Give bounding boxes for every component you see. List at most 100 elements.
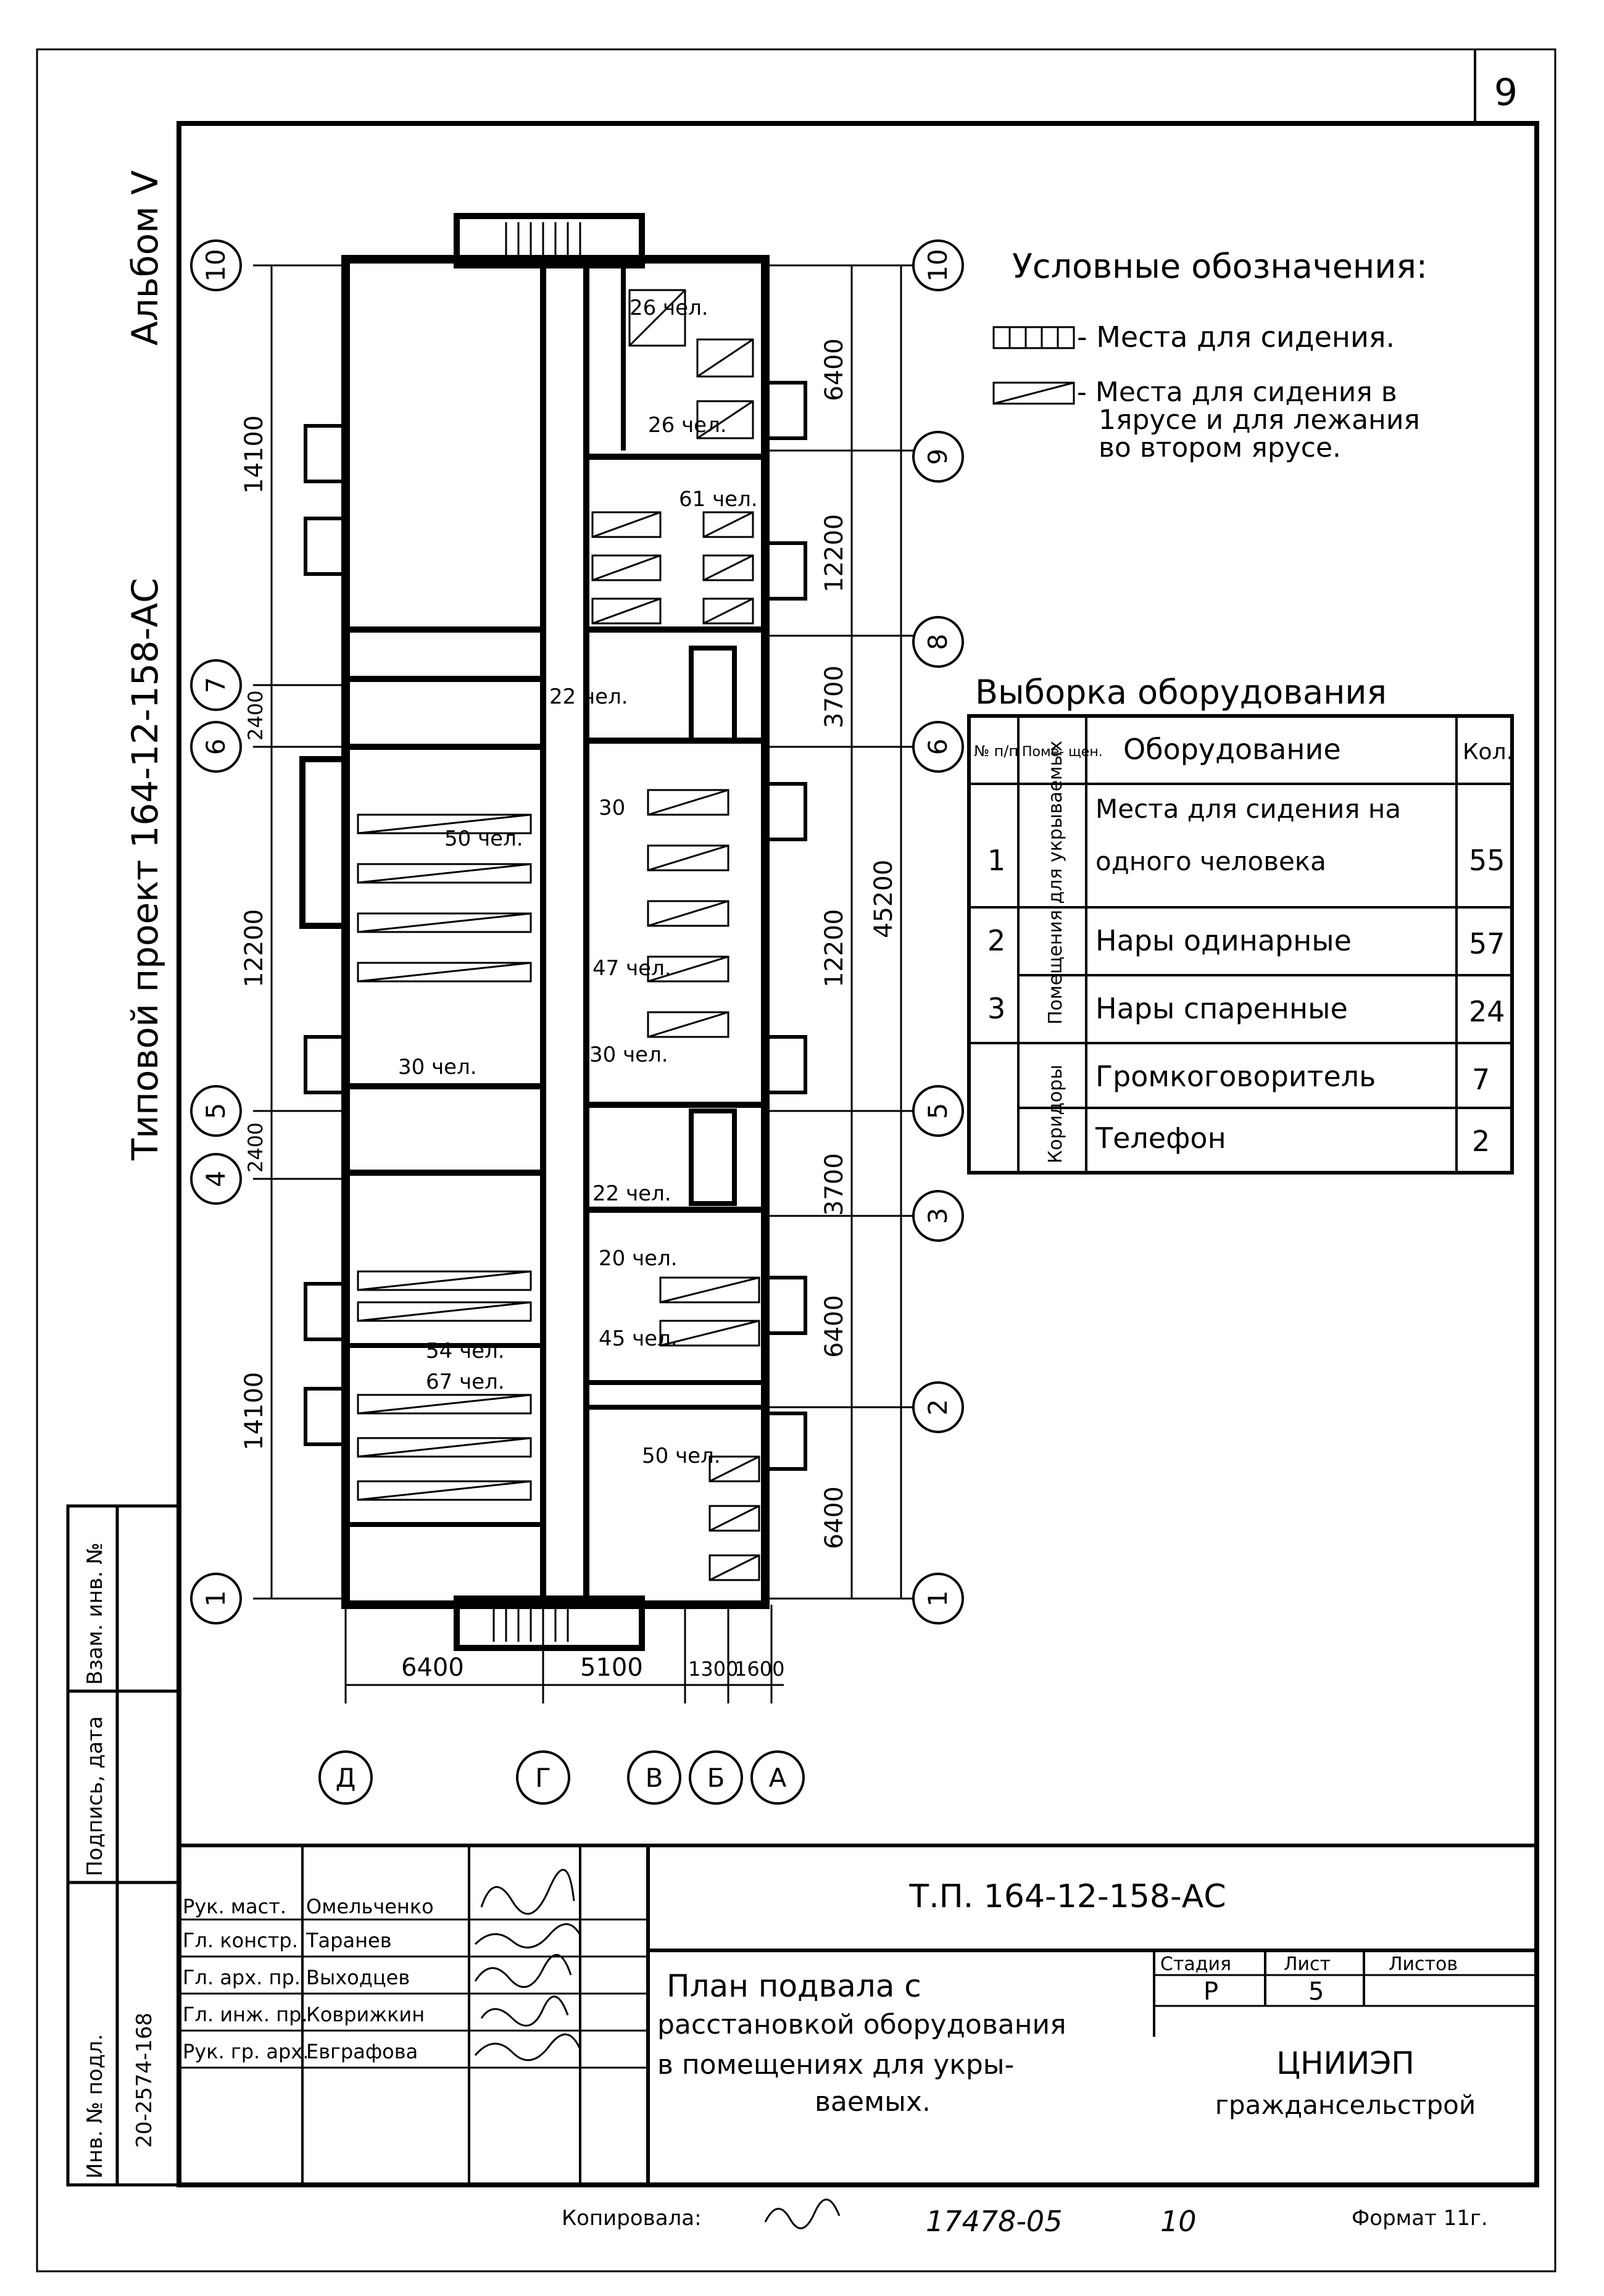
axis-labels: 10 10 9 8 7 6 6 5 5 4 3 2 1 1 Д Г В Б А (201, 249, 953, 1793)
dim-right-45200: 45200 (870, 860, 898, 938)
project-code-vertical: Типовой проект 164-12-158-АС (124, 578, 166, 1161)
axis-9-right: 9 (923, 449, 953, 465)
doc-code: Т.П. 164-12-158-АС (908, 1878, 1226, 1915)
axis-6-right: 6 (923, 739, 953, 755)
dim-right-3700b: 3700 (820, 1153, 849, 1216)
shaft-1 (689, 646, 737, 743)
signer-5-name: Евграфова (306, 2040, 418, 2063)
org-line-1: ЦНИИЭП (1276, 2045, 1415, 2081)
signature-scribbles (474, 1868, 581, 2061)
furniture-bunks (357, 289, 760, 1581)
dim-right-12200b: 12200 (820, 909, 849, 988)
sheet-value: 5 (1308, 1978, 1324, 2006)
legend-item-1: - Места для сидения. (1077, 320, 1395, 354)
signer-3-role: Гл. арх. пр. (183, 1966, 301, 1989)
row-3-line-1: Нары спаренные (1095, 992, 1348, 1025)
footer-sheet-no: 10 (1160, 2205, 1197, 2238)
axis-3-right: 3 (923, 1208, 953, 1225)
sheet-label: Лист (1284, 1953, 1331, 1975)
stamp-inv-value: 20-2574-168 (132, 2013, 157, 2148)
signer-1-name: Омельченко (306, 1895, 434, 1918)
row-2-line-1: Нары одинарные (1095, 924, 1352, 957)
row-1-line-1: Места для сидения на (1095, 794, 1401, 824)
room-label-15: 50 чел. (642, 1444, 721, 1468)
copier-signature (764, 2198, 841, 2229)
axis-7-left: 7 (201, 677, 231, 694)
row-4-line-1: Громкоговоритель (1095, 1060, 1376, 1093)
dim-right-6400c: 6400 (820, 1486, 849, 1549)
dim-left-2400a: 2400 (244, 691, 267, 741)
signer-3-name: Выходцев (306, 1966, 410, 1989)
room-label-6: 30 (599, 796, 625, 820)
room-label-7: 47 чел. (592, 956, 671, 981)
top-stair-treads (505, 222, 581, 259)
axis-8-right: 8 (923, 634, 953, 651)
head-equipment: Оборудование (1123, 733, 1341, 766)
axis-b: Б (707, 1763, 725, 1793)
doc-title-line-4: ваемых. (815, 2086, 931, 2118)
room-label-4: 22 чел. (549, 684, 628, 709)
left-stair-block (299, 756, 349, 929)
signers: Рук. маст. Омельченко Гл. констр. Таране… (183, 1895, 434, 2063)
row-3-qty: 24 (1469, 995, 1505, 1028)
head-num: № п/п (974, 742, 1018, 760)
row-1-num: 1 (987, 844, 1005, 877)
axis-v: В (646, 1763, 663, 1793)
signer-2-name: Таранев (305, 1929, 392, 1952)
outer-frame (36, 48, 1556, 2273)
dim-bottom-1300: 1300 (688, 1657, 738, 1681)
dim-right-12200a: 12200 (820, 514, 849, 593)
row-1-line-2: одного человека (1095, 846, 1326, 876)
legend-item-2-line-1: - Места для сидения в (1077, 376, 1397, 408)
legend-item-2-line-3: во втором ярусе. (1099, 432, 1341, 464)
group-shelter-rooms: Помещения для укрываемых (1045, 741, 1066, 1025)
doc-title-line-1: План подвала с (667, 1968, 921, 2004)
dim-left-top: 14100 (240, 415, 268, 494)
axis-5-right: 5 (923, 1103, 953, 1120)
room-label-1: 26 чел. (630, 296, 709, 320)
room-label-5: 50 чел. (444, 826, 523, 851)
head-qty: Кол. (1463, 739, 1513, 765)
title-block (179, 1844, 1537, 2185)
stamp-podpis: Подпись, дата (83, 1716, 107, 1876)
axis-d: Д (336, 1763, 356, 1793)
legend: Условные обозначения: - Места для сидени… (992, 247, 1427, 464)
doc-title-line-3: в помещениях для укры- (657, 2049, 1014, 2081)
legend-item-2-line-2: 1ярусе и для лежания (1099, 404, 1420, 436)
room-label-9: 30 чел. (589, 1042, 668, 1067)
bottom-stair-block (454, 1595, 645, 1651)
row-2-num: 2 (987, 924, 1005, 957)
axis-g: Г (535, 1763, 551, 1793)
dim-bottom-6400: 6400 (401, 1653, 464, 1682)
dim-right-3700a: 3700 (820, 665, 849, 728)
axis-6-left: 6 (201, 739, 231, 755)
room-label-11: 20 чел. (599, 1246, 678, 1271)
top-stair-block (454, 213, 645, 268)
row-4-qty: 7 (1472, 1063, 1490, 1096)
room-label-2: 26 чел. (648, 413, 727, 438)
row-2-qty: 57 (1469, 927, 1505, 960)
room-label-10: 22 чел. (592, 1181, 671, 1206)
sheet-number: 9 (1494, 71, 1518, 114)
equipment-title: Выборка оборудования (975, 673, 1387, 712)
dim-bottom-5100: 5100 (580, 1653, 643, 1682)
row-5-qty: 2 (1472, 1125, 1490, 1158)
shaft-2 (689, 1108, 737, 1206)
sheets-label: Листов (1389, 1953, 1458, 1975)
dim-left-bot: 14100 (240, 1372, 268, 1450)
equipment-table: № п/п Поме- щен. Оборудование Кол. Помещ… (967, 714, 1514, 1175)
signer-5-role: Рук. гр. арх. (183, 2040, 309, 2063)
room-labels: 26 чел. 26 чел. 61 чел. 22 чел. 50 чел. … (398, 296, 758, 1468)
dim-left-mid: 12200 (240, 909, 268, 988)
dimension-values: 14100 2400 12200 2400 14100 6400 12200 3… (240, 338, 898, 1682)
doc-title-line-2: расстановкой оборудования (657, 2009, 1066, 2040)
signer-4-role: Гл. инж. пр. (183, 2003, 308, 2026)
footer-copied-label: Копировала: (562, 2206, 702, 2231)
signer-4-name: Коврижкин (306, 2003, 425, 2026)
dim-left-2400b: 2400 (244, 1123, 267, 1173)
signer-2-role: Гл. констр. (183, 1929, 298, 1952)
room-label-14: 67 чел. (426, 1370, 505, 1394)
floor-plan (299, 213, 807, 1651)
axis-markers (190, 239, 964, 1805)
axis-1-right: 1 (923, 1591, 953, 1607)
